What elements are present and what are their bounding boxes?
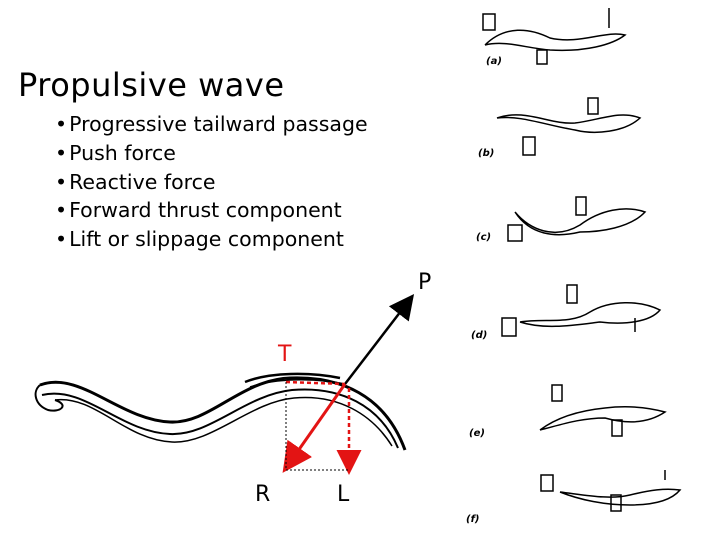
bullet-list: Progressive tailward passage Push force … bbox=[55, 110, 368, 254]
panel-label-f: (f) bbox=[466, 514, 480, 525]
panel-label-c: (c) bbox=[476, 232, 492, 243]
fish-figure-a bbox=[482, 8, 627, 65]
panel-label-a: (a) bbox=[486, 56, 502, 67]
bullet-item: Progressive tailward passage bbox=[55, 110, 367, 139]
fish-figure-e bbox=[539, 384, 667, 437]
label-t: T bbox=[278, 342, 292, 367]
bullet-item: Lift or slippage component bbox=[55, 225, 368, 254]
eel-body bbox=[34, 372, 407, 451]
fish-figure-d bbox=[501, 284, 662, 337]
panel-label-d: (d) bbox=[471, 330, 488, 341]
label-p: P bbox=[418, 270, 432, 295]
fish-figure-f bbox=[540, 470, 682, 512]
label-r: R bbox=[255, 482, 271, 507]
bullet-item: Forward thrust component bbox=[55, 196, 368, 225]
thrust-component-line bbox=[285, 380, 346, 386]
push-force-arrow bbox=[344, 294, 415, 385]
reactive-force-arrow bbox=[282, 383, 347, 473]
slide-title: Propulsive wave bbox=[18, 66, 285, 104]
label-l: L bbox=[337, 482, 350, 507]
panel-label-e: (e) bbox=[469, 428, 485, 439]
fish-figure-c bbox=[507, 196, 647, 242]
fish-figure-b bbox=[496, 97, 642, 156]
bullet-item: Reactive force bbox=[55, 168, 368, 197]
fish-swimming-sequence bbox=[482, 8, 682, 512]
bullet-item: Push force bbox=[55, 139, 368, 168]
panel-label-b: (b) bbox=[478, 148, 495, 159]
